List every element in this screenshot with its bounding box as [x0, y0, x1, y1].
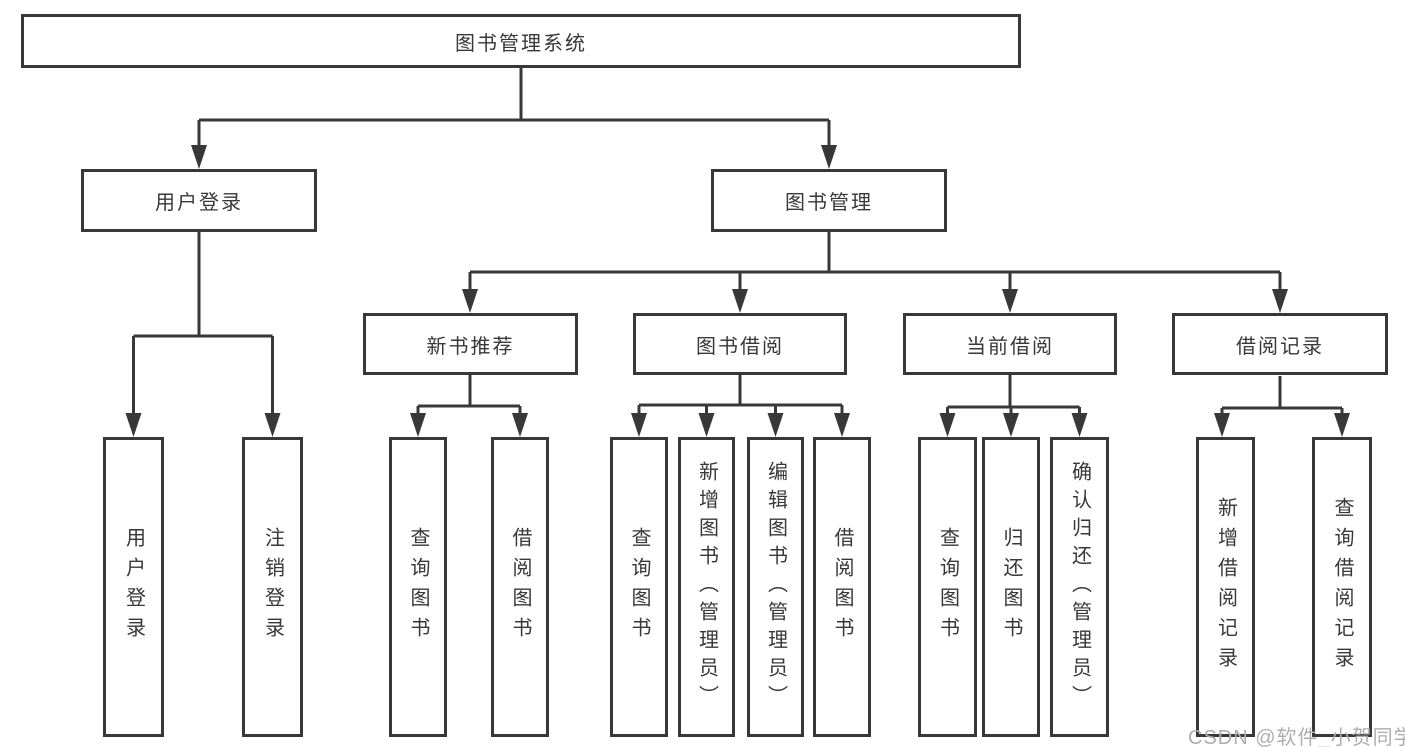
node-root-label: 图书管理系统 [455, 32, 587, 55]
arrow-down-icon [1071, 413, 1088, 437]
node-current-borrow: 当前借阅 [903, 313, 1117, 375]
leaf-cb-query-book-label: 查询图书 [936, 527, 959, 647]
node-root: 图书管理系统 [21, 14, 1021, 68]
arrow-down-icon [939, 413, 956, 437]
leaf-user-login: 用户登录 [103, 437, 164, 737]
leaf-bb-add-book-label: 新增图书（管理员） [695, 461, 718, 713]
leaf-cb-query-book: 查询图书 [918, 437, 977, 737]
branch-new-book-recommend [410, 374, 528, 437]
arrow-down-icon [410, 413, 426, 437]
node-borrow-record-label: 借阅记录 [1236, 335, 1324, 358]
leaf-br-add-record: 新增借阅记录 [1196, 437, 1255, 737]
leaf-user-login-label: 用户登录 [122, 527, 145, 647]
branch-root [191, 68, 837, 169]
arrow-down-icon [1334, 413, 1350, 437]
branch-book-borrow [631, 374, 850, 437]
node-book-management: 图书管理 [711, 169, 947, 232]
arrow-down-icon [512, 413, 528, 437]
arrow-down-icon [821, 145, 837, 169]
arrow-down-icon [125, 413, 142, 437]
node-new-book-recommend-label: 新书推荐 [426, 335, 515, 358]
arrow-down-icon [191, 145, 207, 169]
leaf-cb-return-book-label: 归还图书 [1000, 527, 1022, 647]
arrow-down-icon [1214, 413, 1230, 437]
node-borrow-record: 借阅记录 [1172, 313, 1388, 375]
leaf-br-add-record-label: 新增借阅记录 [1214, 497, 1237, 677]
arrow-down-icon [834, 413, 850, 437]
node-current-borrow-label: 当前借阅 [966, 335, 1054, 358]
node-new-book-recommend: 新书推荐 [363, 313, 578, 375]
node-book-management-label: 图书管理 [785, 192, 873, 214]
leaf-bb-query-book: 查询图书 [610, 437, 668, 737]
branch-borrow-record [1214, 376, 1350, 437]
leaf-nb-query-book: 查询图书 [389, 437, 447, 737]
branch-current-borrow [939, 374, 1088, 437]
leaf-logout: 注销登录 [242, 437, 303, 737]
arrow-down-icon [767, 413, 784, 437]
csdn-watermark: CSDN @软件_小贺同学 [1188, 727, 1405, 747]
branch-book-management [462, 232, 1288, 313]
leaf-br-query-record-label: 查询借阅记录 [1331, 497, 1353, 677]
arrow-down-icon [264, 413, 281, 437]
arrow-down-icon [631, 413, 647, 437]
leaf-bb-query-book-label: 查询图书 [628, 527, 650, 647]
leaf-bb-edit-book: 编辑图书（管理员） [747, 437, 804, 737]
leaf-cb-return-book: 归还图书 [982, 437, 1040, 737]
leaf-bb-edit-book-label: 编辑图书（管理员） [764, 461, 787, 713]
arrow-down-icon [732, 289, 748, 313]
branch-user-login [125, 232, 281, 437]
node-book-borrow-label: 图书借阅 [696, 335, 784, 358]
arrow-down-icon [1002, 289, 1018, 313]
arrow-down-icon [698, 413, 715, 437]
arrow-down-icon [462, 289, 478, 313]
leaf-nb-query-book-label: 查询图书 [407, 527, 429, 647]
leaf-br-query-record: 查询借阅记录 [1312, 437, 1372, 737]
node-user-login: 用户登录 [81, 169, 317, 232]
node-book-borrow: 图书借阅 [633, 313, 847, 375]
leaf-cb-confirm-return: 确认归还（管理员） [1050, 437, 1109, 737]
leaf-bb-borrow-book-label: 借阅图书 [831, 527, 853, 647]
leaf-nb-borrow-book-label: 借阅图书 [509, 527, 531, 647]
node-user-login-label: 用户登录 [155, 192, 243, 214]
leaf-logout-label: 注销登录 [261, 527, 284, 647]
leaf-nb-borrow-book: 借阅图书 [491, 437, 549, 737]
leaf-bb-borrow-book: 借阅图书 [813, 437, 871, 737]
leaf-bb-add-book: 新增图书（管理员） [678, 437, 735, 737]
arrow-down-icon [1003, 413, 1019, 437]
leaf-cb-confirm-return-label: 确认归还（管理员） [1068, 461, 1091, 713]
arrow-down-icon [1272, 289, 1288, 313]
